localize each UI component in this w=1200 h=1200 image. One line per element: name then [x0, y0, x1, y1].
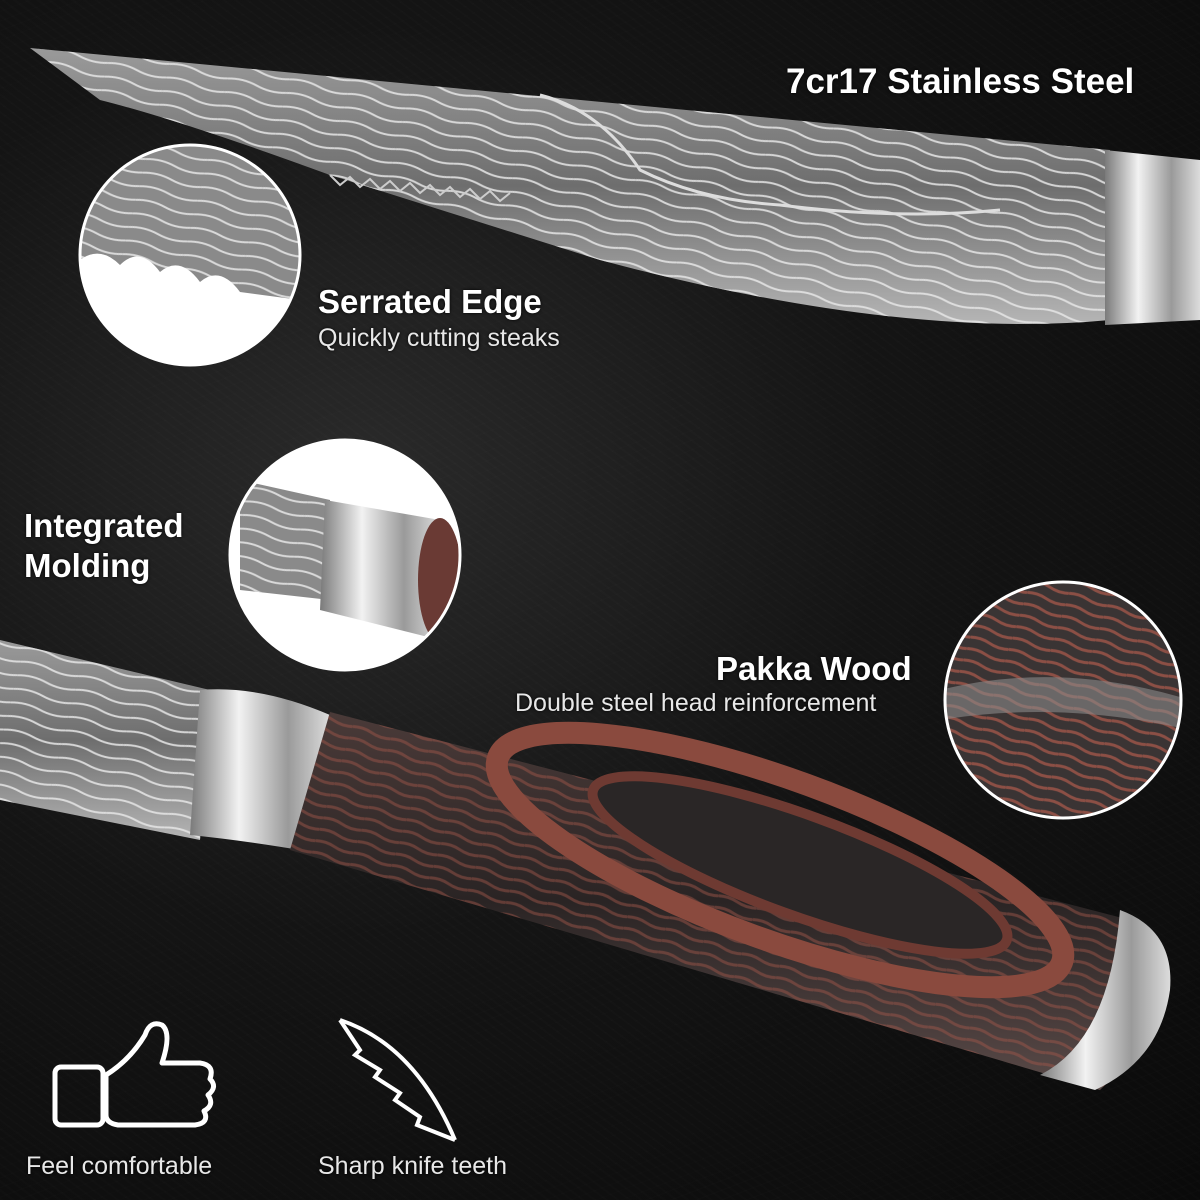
serrated-feature-title: Serrated Edge [318, 283, 542, 320]
integrated-feature-title: Integrated Molding [24, 506, 224, 586]
bottom-knife [0, 640, 1171, 1090]
steel-feature-title: 7cr17 Stainless Steel [786, 62, 1135, 101]
top-blade [30, 48, 1200, 325]
thumbs-up-icon [52, 1021, 216, 1128]
pakka-feature-subtitle: Double steel head reinforcement [515, 689, 877, 717]
sharp-knife-teeth-label: Sharp knife teeth [318, 1152, 508, 1180]
serrated-feature-subtitle: Quickly cutting steaks [318, 324, 560, 352]
integrated-title-line1: Integrated [24, 507, 184, 544]
serrated-blade-icon [338, 1018, 457, 1142]
integrated-molding-closeup [230, 440, 460, 670]
pakka-feature-title: Pakka Wood [716, 650, 912, 687]
integrated-title-line2: Molding [24, 547, 151, 584]
serrated-edge-closeup [80, 145, 300, 365]
pakka-wood-closeup [945, 582, 1181, 818]
feel-comfortable-label: Feel comfortable [26, 1152, 213, 1180]
